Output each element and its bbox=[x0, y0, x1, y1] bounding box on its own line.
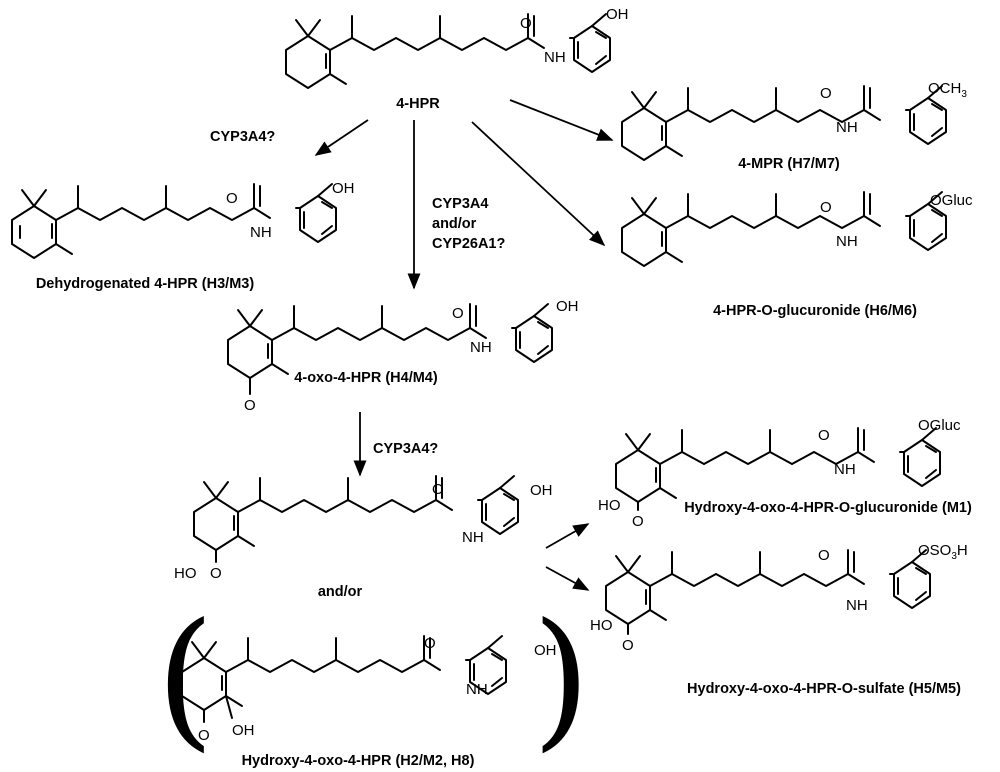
atom-oh: OH bbox=[332, 180, 355, 197]
atom-o: O bbox=[244, 397, 256, 414]
atom-o: O bbox=[198, 727, 210, 744]
bracket-right: ) bbox=[532, 592, 591, 766]
arrow-to-hydroxy-oxo-sulfate bbox=[545, 566, 590, 591]
atom-ho: HO bbox=[590, 617, 613, 634]
enzyme-label-middle-3: CYP26A1? bbox=[432, 236, 505, 252]
atom-o: O bbox=[452, 305, 464, 322]
atom-o: O bbox=[632, 513, 644, 530]
enzyme-label-left: CYP3A4? bbox=[210, 129, 275, 145]
atom-ogluc: OGluc bbox=[930, 192, 973, 209]
atom-o: O bbox=[818, 547, 830, 564]
enzyme-label-middle-1: CYP3A4 bbox=[432, 196, 488, 212]
structure-4-mpr: NH O OCH3 bbox=[621, 80, 967, 161]
label-and-or: and/or bbox=[318, 584, 363, 600]
atom-ogluc: OGluc bbox=[918, 417, 961, 434]
atom-nh: NH bbox=[836, 119, 858, 136]
atom-o: O bbox=[432, 481, 444, 498]
atom-o: O bbox=[622, 637, 634, 654]
atom-ho: HO bbox=[598, 497, 621, 514]
structure-hydroxy-4-oxo-4-hpr-b: O OH NH O OH bbox=[181, 635, 557, 744]
atom-oso3h: OSO3H bbox=[918, 542, 968, 562]
atom-nh: NH bbox=[834, 461, 856, 478]
structure-hydroxy-4-oxo-4-hpr-o-glucuronide: O HO NH O OGluc bbox=[598, 417, 961, 530]
label-dehydrogenated-4-hpr: Dehydrogenated 4-HPR (H3/M3) bbox=[36, 276, 255, 292]
structure-dehydrogenated-4-hpr: NH O OH bbox=[11, 180, 355, 259]
structure-4-oxo-4-hpr: O NH O OH bbox=[227, 298, 579, 414]
enzyme-label-middle-2: and/or bbox=[432, 216, 477, 232]
atom-nh: NH bbox=[836, 233, 858, 250]
structure-hydroxy-4-oxo-4-hpr-a: O HO NH O OH bbox=[174, 475, 553, 582]
structure-hydroxy-4-oxo-4-hpr-o-sulfate: O HO NH O OSO3H bbox=[590, 542, 968, 654]
atom-o: O bbox=[424, 635, 436, 652]
atom-oh: OH bbox=[606, 6, 629, 23]
atom-o: O bbox=[210, 565, 222, 582]
arrow-to-dehydrogenated bbox=[314, 119, 369, 156]
atom-o: O bbox=[820, 199, 832, 216]
label-hydroxy-4-oxo-4-hpr-o-sulfate: Hydroxy-4-oxo-4-HPR-O-sulfate (H5/M5) bbox=[687, 681, 961, 697]
atom-o: O bbox=[520, 15, 532, 32]
atom-oh: OH bbox=[556, 298, 579, 315]
atom-oh: OH bbox=[232, 722, 255, 739]
label-4-hpr: 4-HPR bbox=[396, 96, 440, 112]
atom-nh: NH bbox=[544, 49, 566, 66]
atom-o: O bbox=[818, 427, 830, 444]
atom-nh: NH bbox=[470, 339, 492, 356]
atom-nh: NH bbox=[250, 224, 272, 241]
atom-ho: HO bbox=[174, 565, 197, 582]
atom-oh: OH bbox=[534, 642, 557, 659]
label-hydroxy-4-oxo-4-hpr-o-glucuronide: Hydroxy-4-oxo-4-HPR-O-glucuronide (M1) bbox=[684, 500, 972, 516]
structure-4-hpr: NH O OH bbox=[285, 6, 629, 89]
atom-o: O bbox=[226, 190, 238, 207]
enzyme-label-lower: CYP3A4? bbox=[373, 441, 438, 457]
arrow-to-4-mpr bbox=[509, 99, 614, 141]
arrow-to-hydroxy-oxo-glucuronide bbox=[545, 523, 590, 549]
atom-och3: OCH3 bbox=[928, 80, 967, 100]
arrow-to-4-hpr-o-glucuronide bbox=[471, 121, 606, 247]
label-hydroxy-4-oxo-4-hpr: Hydroxy-4-oxo-4-HPR (H2/M2, H8) bbox=[242, 753, 475, 769]
structure-4-hpr-o-glucuronide: NH O OGluc bbox=[621, 191, 973, 267]
label-4-mpr: 4-MPR (H7/M7) bbox=[738, 156, 840, 172]
atom-nh: NH bbox=[462, 529, 484, 546]
atom-o: O bbox=[820, 85, 832, 102]
label-4-hpr-o-glucuronide: 4-HPR-O-glucuronide (H6/M6) bbox=[713, 303, 917, 319]
label-4-oxo-4-hpr: 4-oxo-4-HPR (H4/M4) bbox=[294, 370, 438, 386]
atom-nh: NH bbox=[846, 597, 868, 614]
atom-oh: OH bbox=[530, 482, 553, 499]
atom-nh: NH bbox=[466, 681, 488, 698]
bracket-left: ( bbox=[156, 592, 215, 766]
